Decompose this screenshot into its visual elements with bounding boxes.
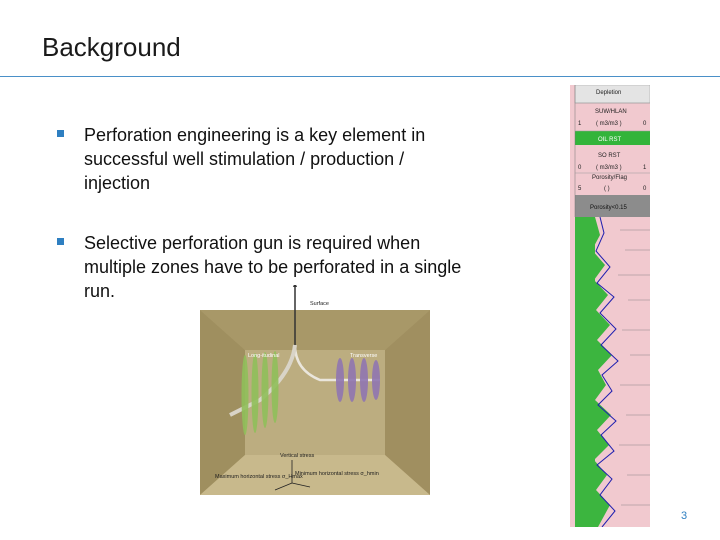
page-number: 3: [681, 510, 688, 522]
longitudinal-label: Long-itudinal: [248, 353, 280, 359]
max-stress-label: Maximum horizontal stress σ_Hmax: [215, 474, 303, 480]
well-log-panel: Depletion SUW/HLAN ( m3/m3 ) 1 0 OIL RST…: [570, 85, 650, 527]
vertical-stress-label: Vertical stress: [280, 453, 314, 459]
min-stress-label: Minimum horizontal stress σ_hmin: [295, 471, 379, 477]
title-divider: [0, 76, 720, 77]
log-unit-2: ( m3/m3 ): [596, 165, 622, 171]
log-unit-1: ( m3/m3 ): [596, 121, 622, 127]
log-header-porosity-cutoff: Porosity<0.15: [590, 205, 628, 211]
slide-title: Background: [42, 32, 181, 62]
log-unit-3: ( ): [604, 186, 610, 192]
bullet-square-icon: [57, 238, 64, 245]
log-scale-3-right: 0: [643, 186, 647, 192]
log-scale-2-left: 0: [578, 165, 582, 171]
surface-label: Surface: [310, 301, 329, 307]
log-header-so: SO RST: [598, 153, 621, 159]
transverse-label: Transverse: [350, 353, 377, 359]
log-header-depletion: Depletion: [596, 90, 621, 96]
bullet-text: Perforation engineering is a key element…: [84, 125, 426, 193]
bullet-text: Selective perforation gun is required wh…: [84, 233, 462, 301]
log-scale-3-left: 5: [578, 186, 582, 192]
perforation-diagram: Surface Long-itudinal Transverse Vertica…: [200, 285, 430, 495]
bullet-square-icon: [57, 130, 64, 137]
log-scale-1-left: 1: [578, 121, 582, 127]
log-header-oil: OIL RST: [598, 137, 621, 143]
log-scale-1-right: 0: [643, 121, 647, 127]
log-header-porosity: Porosity/Flag: [592, 175, 627, 181]
log-header-suw: SUW/HLAN: [595, 109, 627, 115]
log-scale-2-right: 1: [643, 165, 647, 171]
bullet-list: Perforation engineering is a key element…: [55, 123, 475, 339]
bullet-item: Selective perforation gun is required wh…: [55, 231, 475, 303]
bullet-item: Perforation engineering is a key element…: [55, 123, 475, 195]
